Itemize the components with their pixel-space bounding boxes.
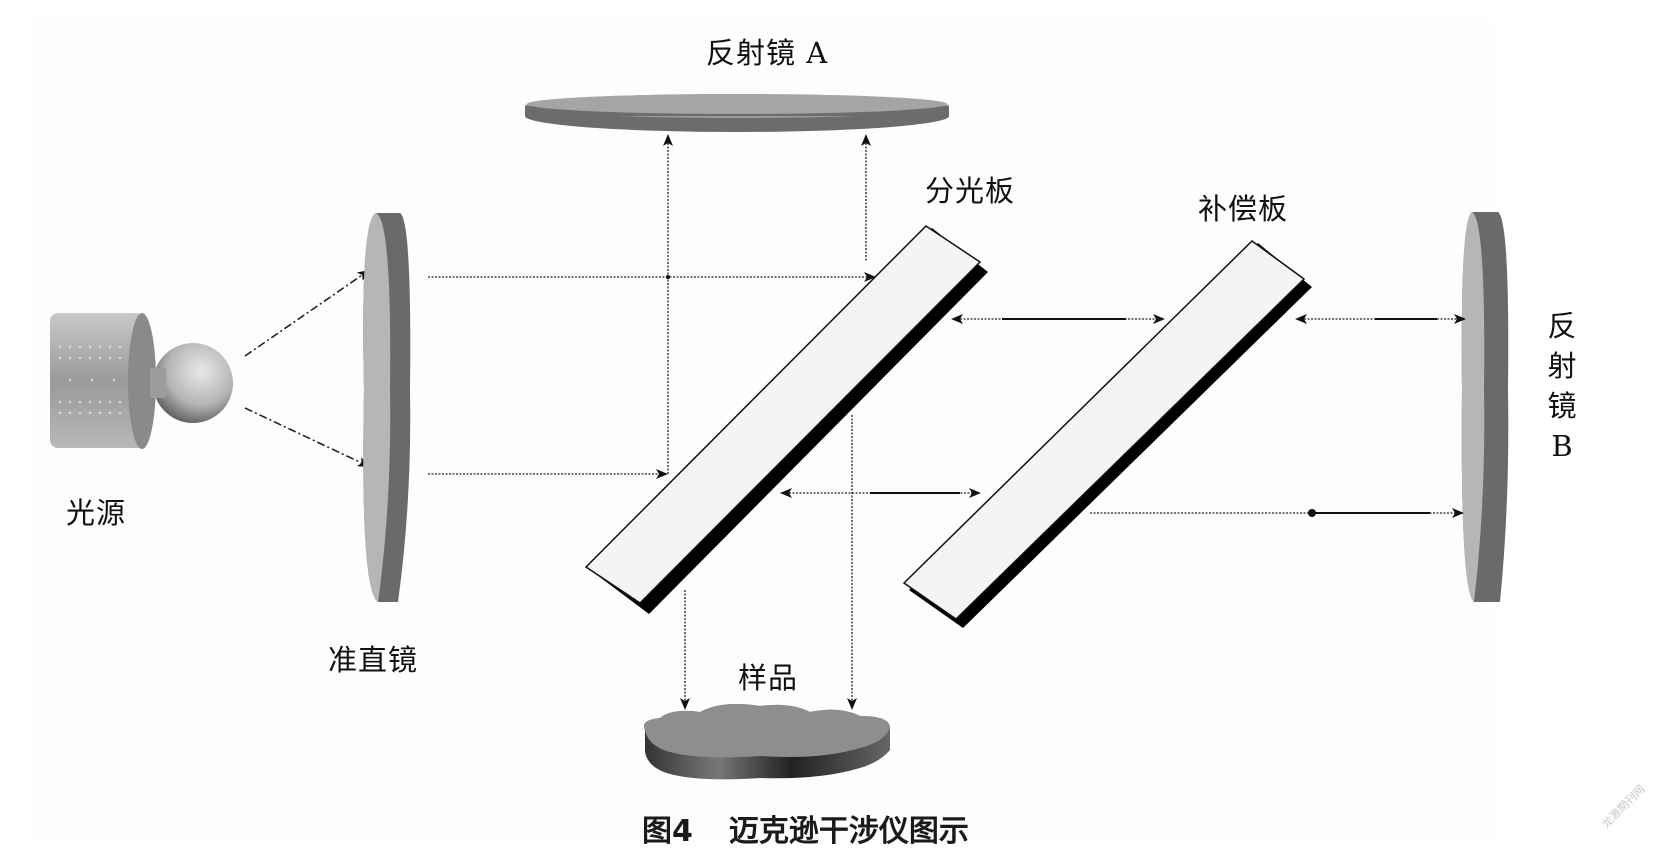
sample-label: 样品 (738, 661, 799, 695)
beam-splitter-plate-icon (584, 225, 988, 614)
mirror-b-label-char: B (1551, 429, 1573, 463)
mirror-a-label: 反射镜 A (706, 36, 829, 70)
mirror-b-label: 反 射 镜 B (1542, 306, 1582, 466)
return-beam-segments (870, 318, 1437, 514)
figure-caption: 图4 迈克逊干涉仪图示 (642, 806, 1005, 850)
mirror-b-label-char: 射 (1547, 349, 1577, 383)
compensator-plate-icon (902, 240, 1312, 628)
beam-source-lower (244, 407, 370, 467)
sample-icon (644, 704, 890, 780)
beam-source-upper (244, 269, 370, 357)
mirror-b-icon (1461, 212, 1509, 602)
beam-splitter-label: 分光板 (925, 174, 1016, 208)
collimator-lens-icon (363, 213, 411, 602)
compensator-label: 补偿板 (1198, 192, 1289, 226)
caption-number: 图4 (642, 814, 693, 849)
beam-crossing-dot (666, 275, 670, 279)
light-source-label: 光源 (66, 496, 127, 530)
caption-title: 迈克逊干涉仪图示 (728, 814, 969, 849)
mirror-b-label-char: 反 (1547, 309, 1577, 343)
mirror-a-icon (525, 94, 949, 132)
beam-marker-dot (1308, 509, 1316, 517)
collimator-label: 准直镜 (328, 643, 419, 677)
mirror-b-label-char: 镜 (1547, 389, 1577, 423)
beam-paths (428, 134, 1466, 710)
light-source-icon (50, 313, 233, 449)
